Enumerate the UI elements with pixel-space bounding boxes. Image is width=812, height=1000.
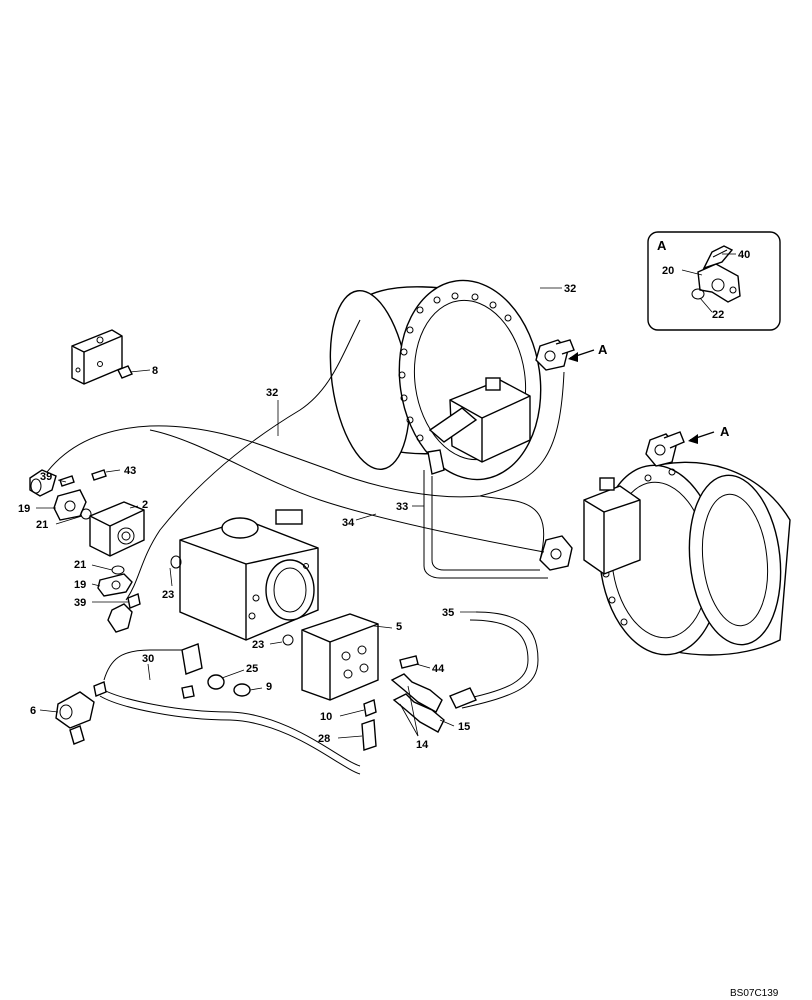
elbow-14-upper	[390, 673, 443, 713]
callout-39-upper: 39	[40, 471, 52, 483]
callout-35: 35	[442, 607, 454, 619]
callout-14: 14	[416, 739, 429, 751]
o-ring-detail	[691, 288, 705, 300]
detail-view-a: A 40 20 22	[647, 231, 781, 331]
manifold-block-5	[301, 613, 379, 701]
callout-21-lower: 21	[74, 559, 86, 571]
tee-6	[55, 691, 95, 729]
adapter-6-top	[93, 681, 107, 697]
plug-9	[233, 683, 251, 697]
callout-9: 9	[266, 681, 272, 693]
adapter-30-end	[181, 685, 195, 699]
callout-23-right: 23	[252, 639, 264, 651]
o-ring-23-left	[170, 555, 182, 569]
callout-32-left: 32	[266, 387, 278, 399]
plug-9-upper	[117, 365, 133, 379]
callout-34: 34	[342, 517, 355, 529]
callout-25: 25	[246, 663, 258, 675]
port-flange-lower	[539, 535, 573, 571]
callout-5: 5	[396, 621, 402, 633]
callout-44: 44	[432, 663, 445, 675]
bolt-39-upper	[59, 475, 75, 487]
adapter-6-bottom	[69, 725, 85, 745]
callout-19-upper: 19	[18, 503, 30, 515]
elbow-fitting-lower	[107, 603, 133, 633]
o-ring-21-lower	[111, 565, 125, 575]
o-ring-21-upper	[80, 508, 92, 520]
flange-19-lower	[97, 573, 133, 597]
hose-lines	[43, 319, 565, 775]
callout-6: 6	[30, 705, 36, 717]
detail-title: A	[657, 238, 667, 253]
callout-20: 20	[662, 265, 674, 277]
bolt-43	[91, 469, 107, 481]
callout-33: 33	[396, 501, 408, 513]
valve-block-8	[71, 329, 123, 385]
callout-40: 40	[738, 249, 750, 261]
bolt-39-lower	[127, 593, 141, 609]
fitting-15	[449, 687, 477, 709]
fitting-28	[361, 719, 377, 751]
callout-19-lower: 19	[74, 579, 86, 591]
fitting-25	[207, 674, 225, 690]
callout-43: 43	[124, 465, 136, 477]
callout-39-lower: 39	[74, 597, 86, 609]
tee-fitting	[181, 643, 203, 675]
callout-2: 2	[142, 499, 148, 511]
callout-30: 30	[142, 653, 154, 665]
callout-8: 8	[152, 365, 158, 377]
travel-motor-upper	[329, 279, 575, 481]
callout-32-upper: 32	[564, 283, 576, 295]
elbow-fitting-upper	[29, 469, 57, 497]
callout-23-left: 23	[162, 589, 174, 601]
drawing-code: BS07C139	[730, 988, 779, 999]
view-arrow-a-lower: A	[688, 424, 730, 444]
callout-10: 10	[320, 711, 332, 723]
flange-half-detail	[697, 245, 741, 303]
callout-28: 28	[318, 733, 330, 745]
callout-21-upper: 21	[36, 519, 48, 531]
adapter-block-2	[89, 501, 145, 557]
travel-motor-lower	[539, 431, 791, 656]
svg-text:A: A	[598, 342, 608, 357]
svg-text:A: A	[720, 424, 730, 439]
view-arrow-a-upper: A	[568, 342, 608, 362]
bolt-44	[399, 655, 419, 669]
pump-housing	[179, 509, 319, 641]
callout-labels: 32 32 43 39 2 19 21 21 19 39 23 33 34 35…	[18, 283, 576, 751]
o-ring-23-right	[282, 634, 294, 646]
fitting-10	[363, 699, 377, 717]
detail-frame	[647, 231, 781, 331]
callout-15: 15	[458, 721, 470, 733]
callout-22: 22	[712, 309, 724, 321]
elbow-14-lower	[392, 693, 445, 733]
